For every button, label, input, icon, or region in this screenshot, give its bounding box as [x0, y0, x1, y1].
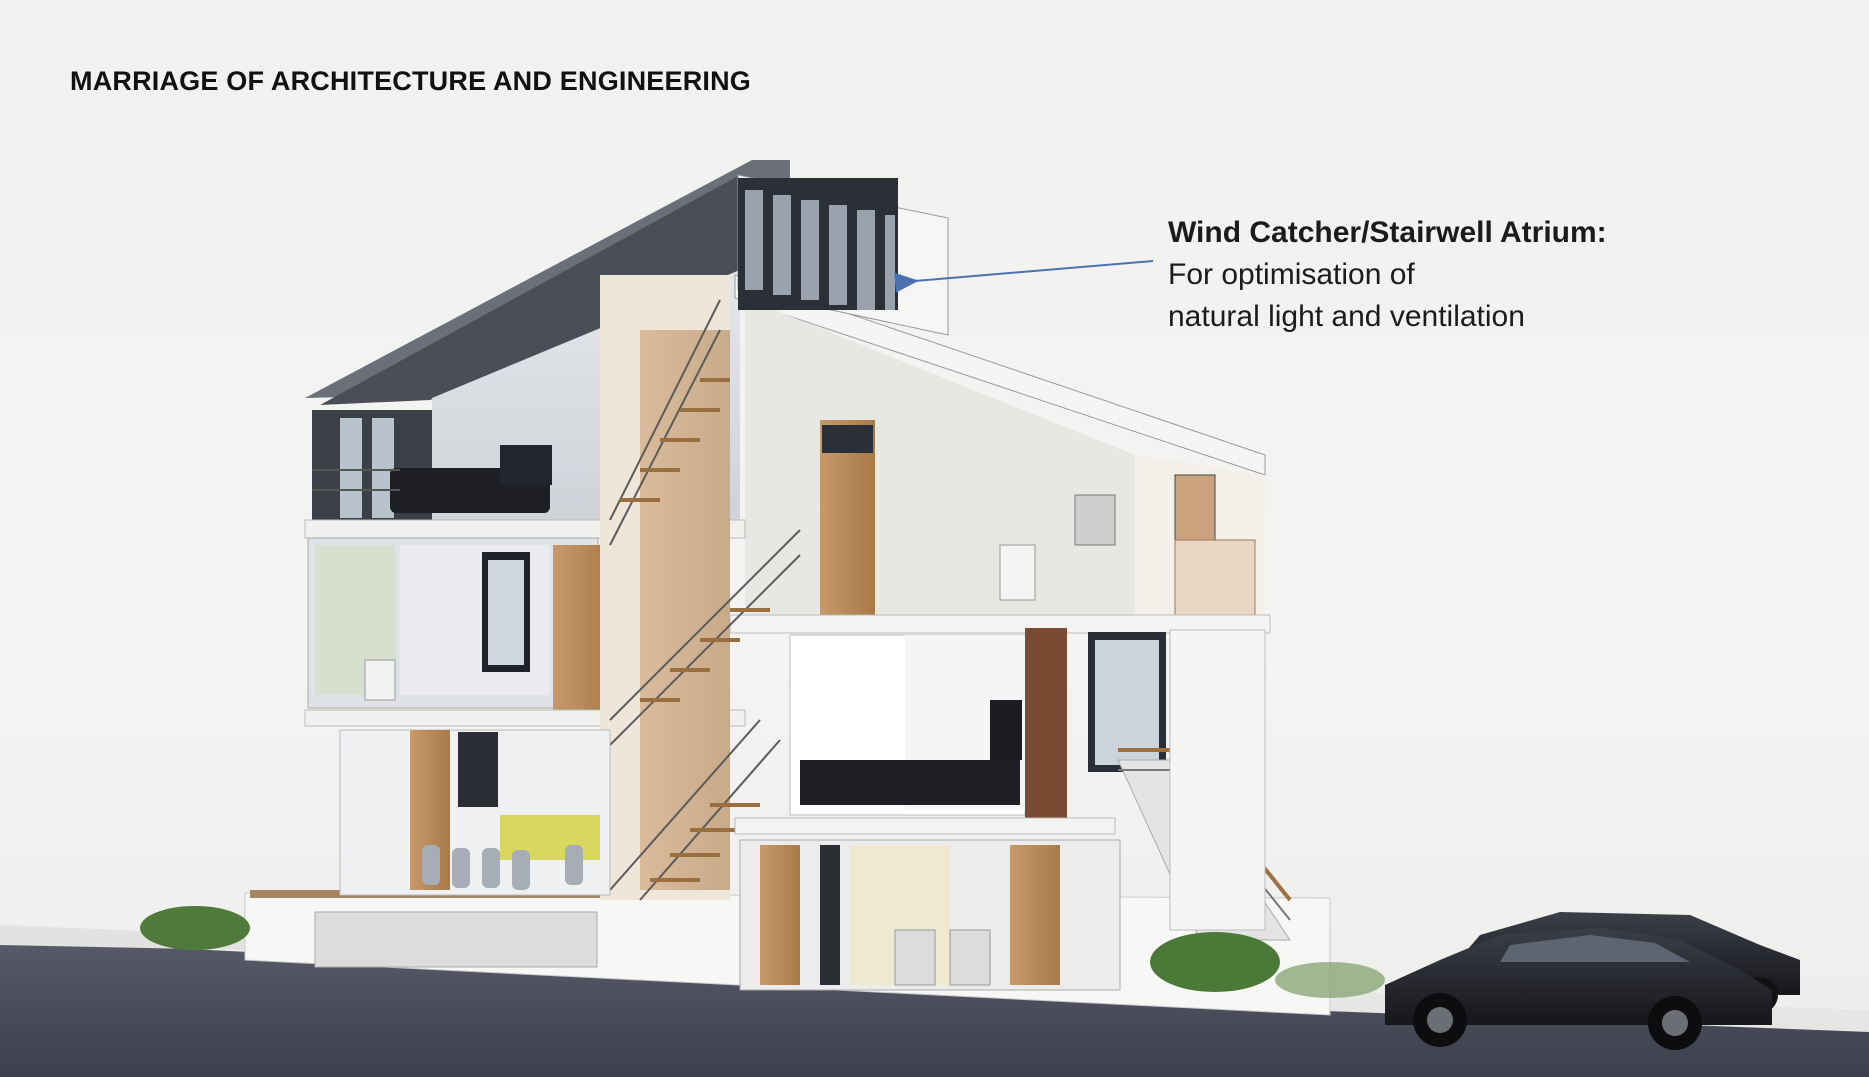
living-floor: [734, 628, 1166, 835]
second-floor: [304, 537, 746, 727]
wind-catcher-callout: Wind Catcher/Stairwell Atrium: For optim…: [1168, 212, 1607, 338]
callout-arrow: [894, 260, 1154, 293]
exterior-stair: [1117, 629, 1292, 941]
wind-catcher: [737, 174, 949, 336]
top-floor-lounge: [304, 410, 746, 539]
callout-line-1: For optimisation of: [1168, 258, 1415, 291]
ground-floor-rooms: [739, 839, 1121, 991]
callout-line-2: natural light and ventilation: [1168, 300, 1525, 333]
slide-title: MARRIAGE OF ARCHITECTURE AND ENGINEERING: [70, 66, 752, 96]
ground-floor-dining: [339, 729, 611, 896]
front-car: [1385, 928, 1772, 1050]
shrubs: [140, 906, 1385, 998]
right-upper-floor: [729, 420, 1271, 634]
atrium-stair: [600, 275, 801, 901]
callout-heading: Wind Catcher/Stairwell Atrium:: [1168, 216, 1607, 249]
